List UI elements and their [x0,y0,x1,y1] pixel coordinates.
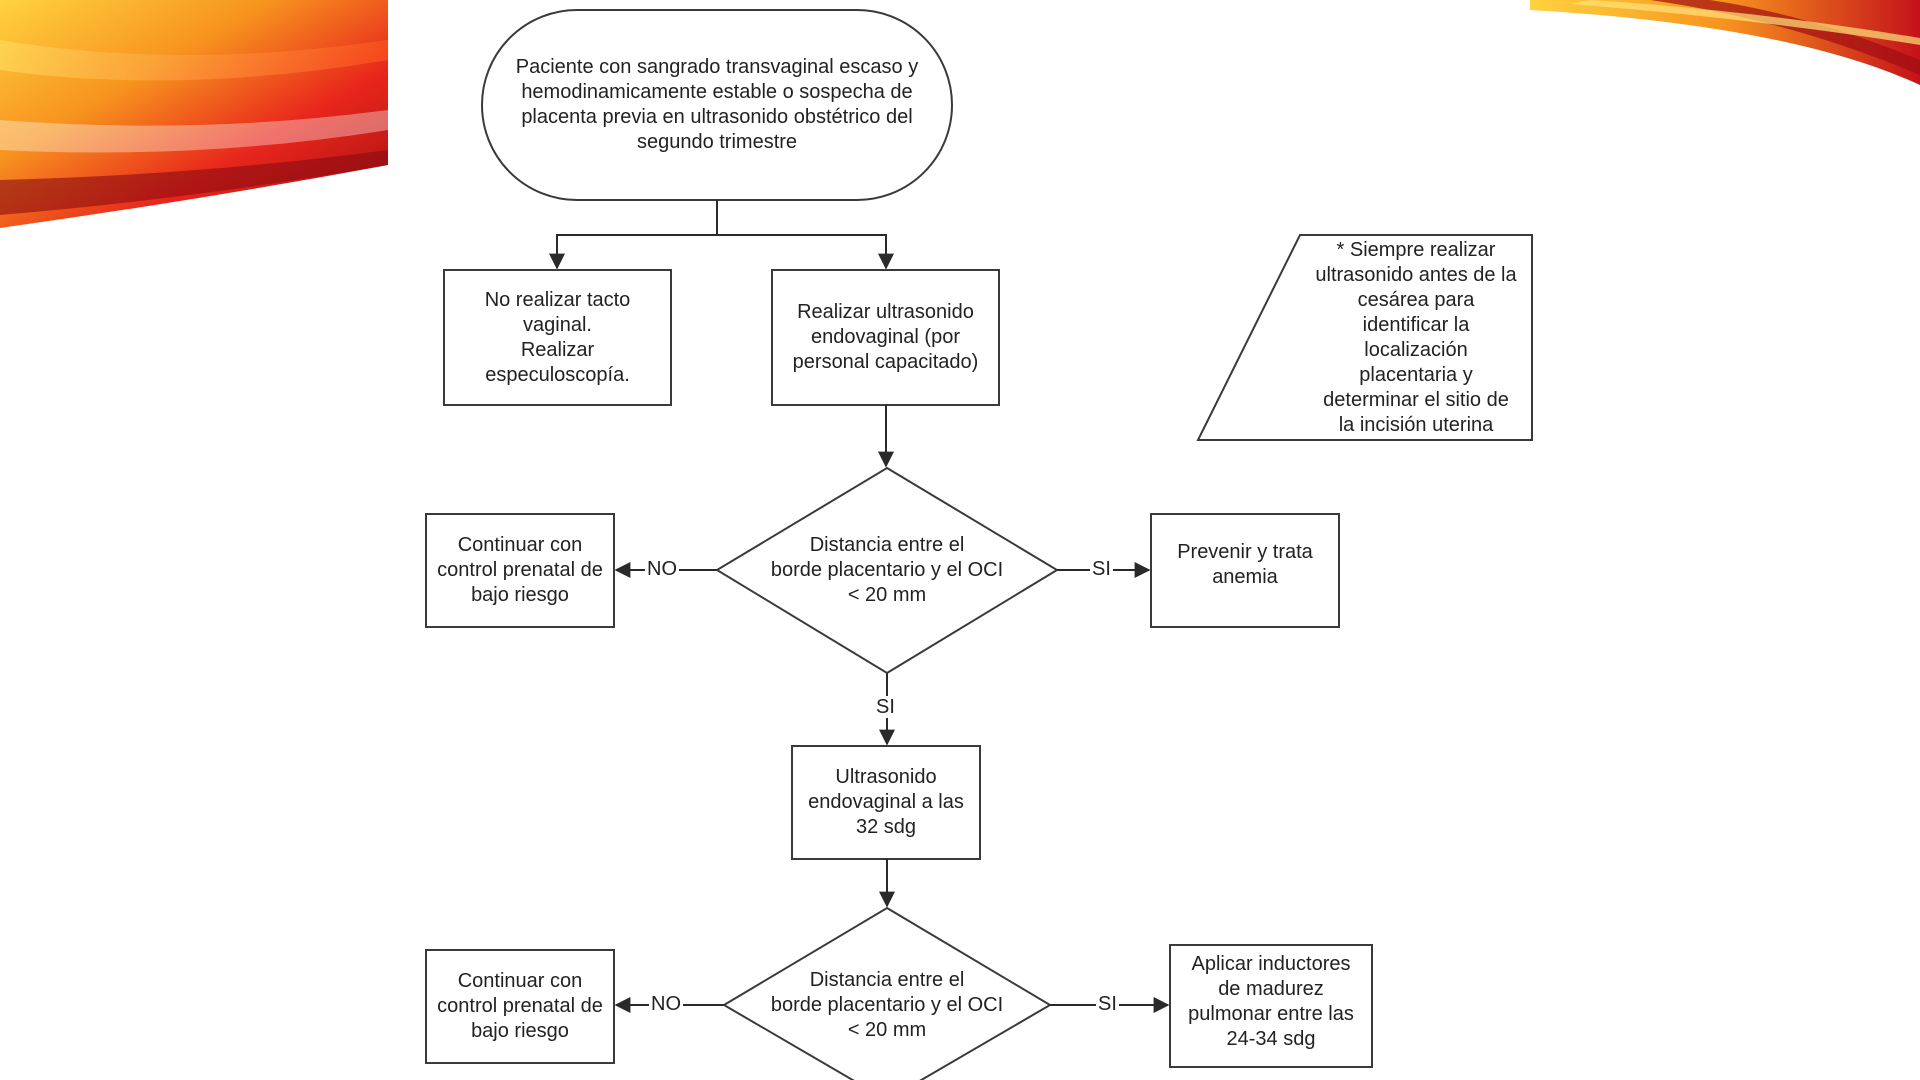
continuar-2-text: Continuar con control prenatal de bajo r… [437,970,603,1042]
decorative-swoosh-right [1530,0,1920,85]
inductores-box [1169,944,1373,1068]
usg-endovaginal-text: Realizar ultrasonido endovaginal (por pe… [792,301,979,373]
prevenir-text: Prevenir y trata anemia [1177,541,1313,588]
label-decision-1-si-right: SI [1090,558,1113,580]
decision-1-text: Distancia entre el borde placentario y e… [770,533,1004,606]
edge-start-to-usg [717,234,894,270]
prevenir-box [1150,513,1340,628]
no-tacto-text: No realizar tacto vaginal. Realizar espe… [484,288,631,386]
decision-2-diamond [722,906,1052,1080]
label-decision-2-no: NO [649,993,683,1015]
note-text: * Siempre realizar ultrasonido antes de … [1315,238,1517,436]
decorative-swoosh-left [0,0,388,230]
label-decision-1-no: NO [645,558,679,580]
inductores-text: Aplicar inductores de madurez pulmonar e… [1188,953,1354,1050]
no-tacto-box [443,269,672,406]
label-decision-2-si: SI [1096,993,1119,1015]
continuar-1-text: Continuar con control prenatal de bajo r… [437,534,603,606]
label-decision-1-si-down: SI [874,696,897,718]
continuar-1-box [425,513,615,628]
start-text: Paciente con sangrado transvaginal escas… [515,56,919,153]
usg-32-text: Ultrasonido endovaginal a las 32 sdg [808,766,964,838]
decision-2-text: Distancia entre el borde placentario y e… [770,968,1004,1041]
continuar-2-box [425,949,615,1064]
edge-start-to-no-tacto [549,234,717,270]
note-parallelogram [1196,234,1533,441]
